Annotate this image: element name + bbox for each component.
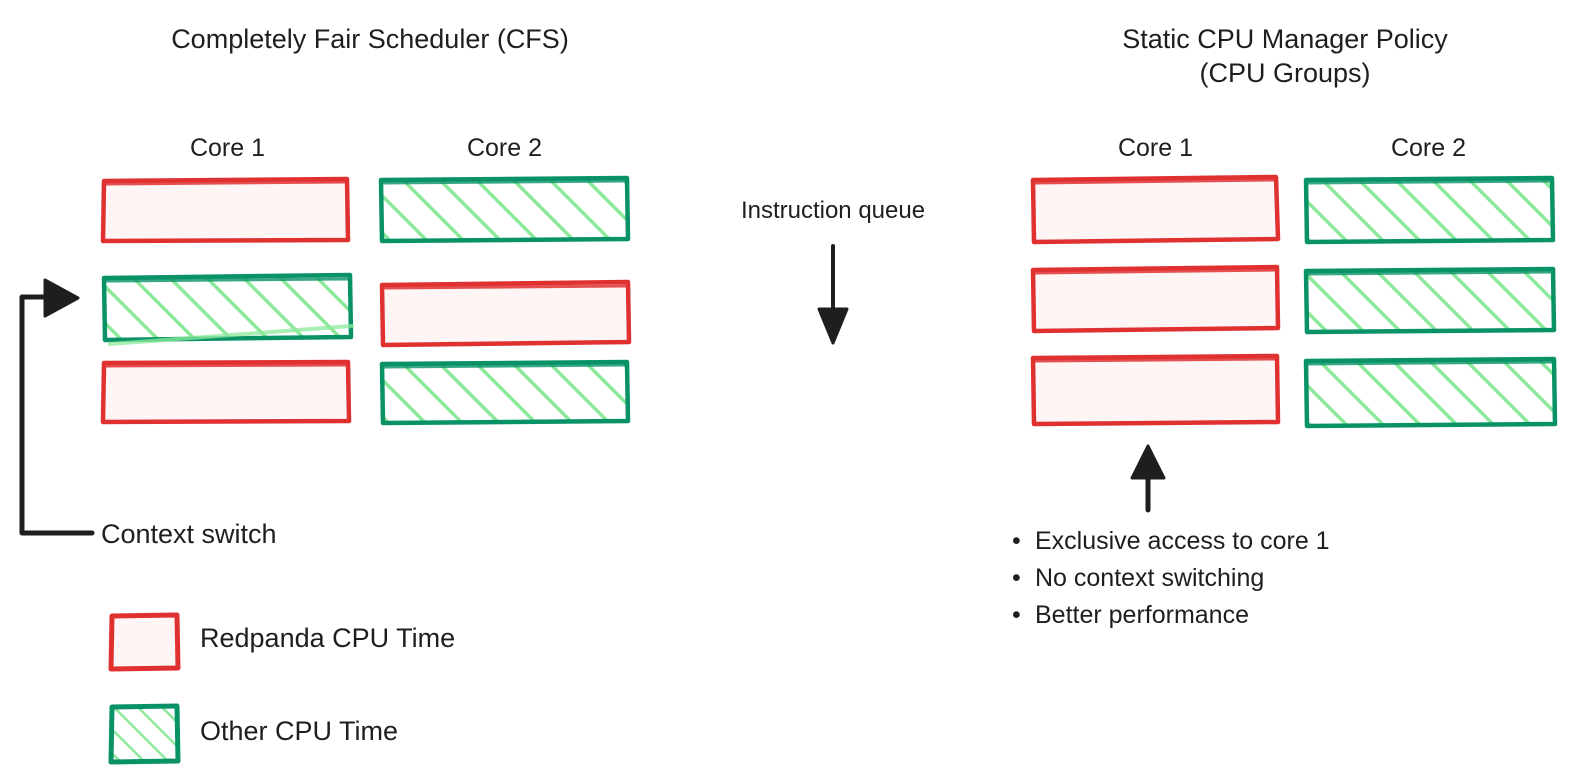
instruction-queue-label: Instruction queue [740,197,926,224]
legend-swatch-redpanda [108,612,181,672]
list-item: Exclusive access to core 1 [1008,523,1330,560]
right-core2-slot-3-other [1303,356,1558,429]
left-core2-slot-1-other [378,175,631,244]
left-core-2-label: Core 2 [466,134,543,162]
right-core-1-label: Core 1 [1117,134,1194,162]
left-core1-slot-1-redpanda [100,176,351,244]
list-item: No context switching [1008,560,1330,597]
list-item: Better performance [1008,597,1330,634]
right-core2-slot-1-other [1303,175,1556,245]
right-core1-slot-3-redpanda [1030,353,1281,427]
left-core1-slot-2-other [101,272,354,346]
up-arrow-icon [1130,444,1166,513]
context-switch-label: Context switch [101,519,277,549]
left-core2-slot-3-other [379,359,631,426]
legend-swatch-other [108,703,181,765]
right-core1-slot-1-redpanda [1030,174,1281,245]
callout-bullet-list: Exclusive access to core 1 No context sw… [1008,523,1330,634]
right-core-2-label: Core 2 [1390,134,1467,162]
left-core1-slot-3-redpanda [100,359,352,425]
legend-label-redpanda: Redpanda CPU Time [200,623,456,653]
right-core1-slot-2-redpanda [1030,264,1281,334]
left-core2-slot-2-redpanda [379,279,632,348]
context-switch-arrow-icon [19,278,95,536]
left-panel-title: Completely Fair Scheduler (CFS) [171,24,569,54]
right-panel-title: Static CPU Manager Policy (CPU Groups) [1122,24,1448,88]
right-core2-slot-2-other [1303,266,1557,335]
legend-label-other: Other CPU Time [200,716,399,746]
left-core-1-label: Core 1 [189,134,266,162]
down-arrow-icon [817,244,849,345]
